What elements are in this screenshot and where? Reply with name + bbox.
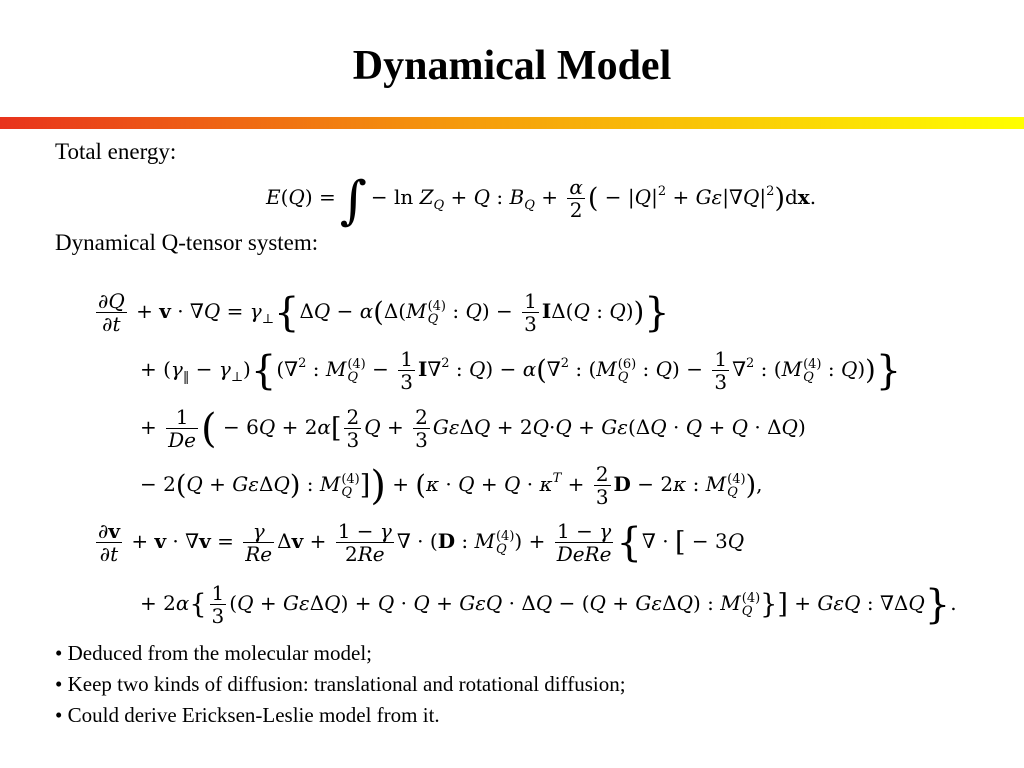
q-tensor-eq-line-4: − 2(Q + GεΔQ) : M(4)Q]) + (κ · Q + Q · κ… <box>140 462 763 509</box>
total-energy-label: Total energy: <box>55 139 177 164</box>
q-tensor-eq-line-1: ∂Q∂t + v · ∇Q = γ⊥{ΔQ − α(Δ(M(4)Q : Q) −… <box>96 289 670 336</box>
bullet-item: Could derive Ericksen-Leslie model from … <box>55 700 626 731</box>
bullet-item: Keep two kinds of diffusion: translation… <box>55 669 626 700</box>
slide-title: Dynamical Model <box>352 43 672 89</box>
bullet-list: Deduced from the molecular model; Keep t… <box>55 638 626 731</box>
qtensor-label: Dynamical Q-tensor system: <box>55 230 319 255</box>
bullet-item: Deduced from the molecular model; <box>55 638 626 669</box>
title-accent-bar <box>0 117 1024 129</box>
